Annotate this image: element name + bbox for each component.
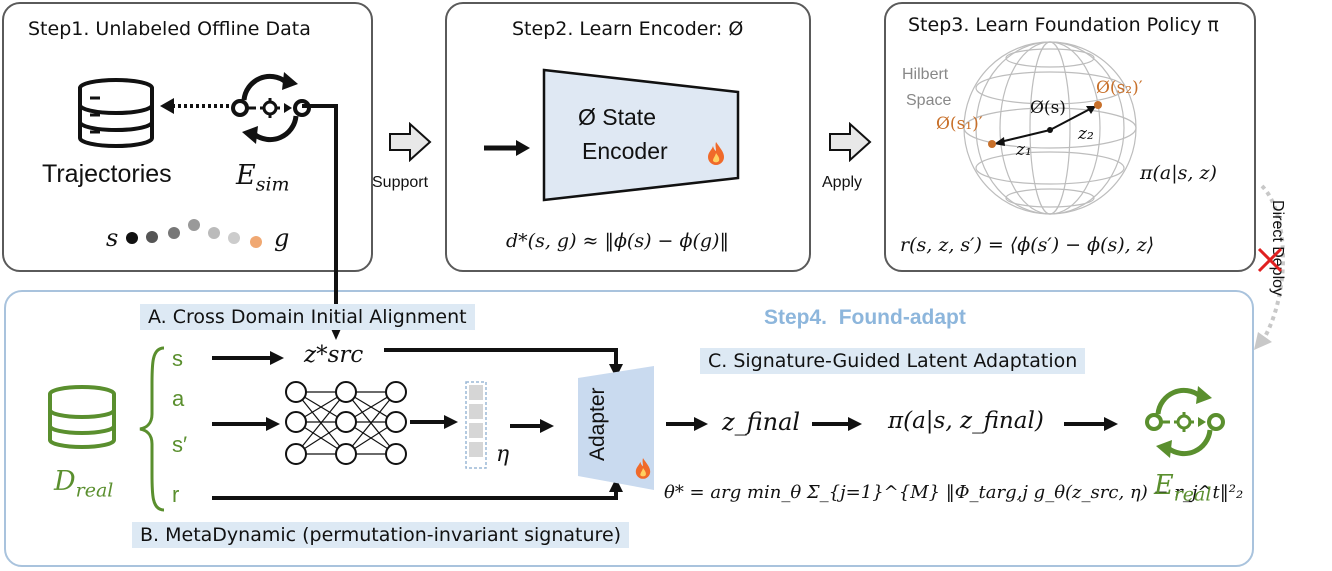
traj-dot	[250, 236, 262, 248]
phi-s-label: Ø(s)	[1030, 98, 1066, 118]
trajectories-label: Trajectories	[42, 160, 172, 188]
real-database-icon	[48, 385, 116, 449]
e-real-label: Ereal	[1154, 470, 1211, 505]
e-sim-sub: sim	[255, 173, 290, 196]
distance-formula: d*(s, g) ≈ ‖ϕ(s) − ϕ(g)‖	[506, 230, 729, 252]
adapter-block	[578, 366, 654, 490]
policy-label: π(a|s, z)	[1140, 162, 1217, 184]
encoder-label-line2: Encoder	[582, 138, 668, 164]
dotted-arrow	[160, 98, 236, 114]
z1-label: z₁	[1016, 140, 1032, 160]
step1-title: Step1. Unlabeled Offline Data	[28, 18, 311, 40]
phi-s2-label: Ø(s₂)′	[1096, 78, 1143, 98]
hilbert-label-line2: Space	[906, 92, 952, 109]
eta-label: η	[496, 442, 510, 467]
apply-arrow-icon	[829, 122, 872, 162]
reward-formula: r(s, z, s′) = ⟨ϕ(s′) − ϕ(s), z⟩	[900, 234, 1155, 256]
d-real-main: D	[54, 466, 76, 497]
sim-environment-icon	[231, 72, 311, 144]
database-icon	[78, 78, 154, 148]
direct-deploy-label: Direct Deploy	[1269, 200, 1286, 297]
input-arrow	[484, 140, 530, 156]
flow-arrows	[212, 348, 1118, 500]
z-src-text: z*src	[304, 342, 364, 368]
fire-icon	[708, 142, 724, 165]
step2-title: Step2. Learn Encoder: Ø	[512, 18, 744, 40]
input-r: r	[172, 482, 180, 507]
phi-s1-label: Ø(s₁)′	[936, 114, 983, 134]
traj-dot	[208, 227, 220, 239]
label-a: A. Cross Domain Initial Alignment	[140, 304, 475, 330]
objective-formula: θ* = arg min_θ Σ_{j=1}^{M} ‖Φ_targ,j g_θ…	[664, 482, 1244, 503]
signature-vector-icon	[465, 381, 487, 469]
step4-title: Step4. Found-adapt	[764, 306, 966, 329]
label-b: B. MetaDynamic (permutation-invariant si…	[132, 522, 630, 548]
support-label: Support	[372, 174, 429, 191]
start-label: s	[106, 224, 119, 252]
input-s: s	[172, 346, 183, 371]
adapter-fire-icon	[635, 458, 651, 479]
step3-title: Step3. Learn Foundation Policy π	[908, 14, 1219, 36]
direct-deploy-arrow	[1254, 184, 1285, 350]
traj-dot	[168, 227, 180, 239]
real-environment-icon	[1145, 386, 1225, 458]
blocked-x-icon	[1257, 247, 1283, 273]
encoder-label-line1: Ø State	[578, 104, 656, 130]
trajectory-dots	[126, 219, 262, 248]
d-real-label: Dreal	[54, 466, 113, 501]
d-real-sub: real	[75, 479, 114, 502]
latent-vectors	[988, 101, 1102, 148]
metadynamic-network-icon	[285, 381, 407, 465]
policy-final-label: π(a|s, z_final)	[888, 408, 1044, 434]
input-brace	[139, 346, 165, 512]
z2-label: z₂	[1078, 124, 1094, 144]
traj-dot	[228, 232, 240, 244]
e-sim-main: E	[236, 160, 256, 191]
hilbert-sphere	[963, 41, 1137, 215]
e-real-sub: real	[1173, 483, 1212, 506]
adapter-label: Adapter	[586, 387, 609, 461]
traj-dot	[146, 231, 158, 243]
state-encoder-block	[542, 68, 740, 202]
step1-panel	[2, 2, 373, 272]
input-s-prime: s′	[172, 432, 188, 457]
hilbert-label-line1: Hilbert	[902, 66, 949, 83]
e-real-main: E	[1154, 470, 1174, 501]
traj-dot	[126, 232, 138, 244]
apply-label: Apply	[822, 174, 863, 191]
label-c: C. Signature-Guided Latent Adaptation	[700, 348, 1086, 374]
z-src-label: z*src	[304, 342, 363, 368]
goal-label: g	[274, 224, 290, 252]
z-final-label: z_final	[722, 408, 801, 436]
traj-dot	[188, 219, 200, 231]
input-a: a	[172, 386, 185, 411]
e-sim-label: Esim	[236, 160, 290, 195]
support-arrow-icon	[389, 122, 432, 162]
